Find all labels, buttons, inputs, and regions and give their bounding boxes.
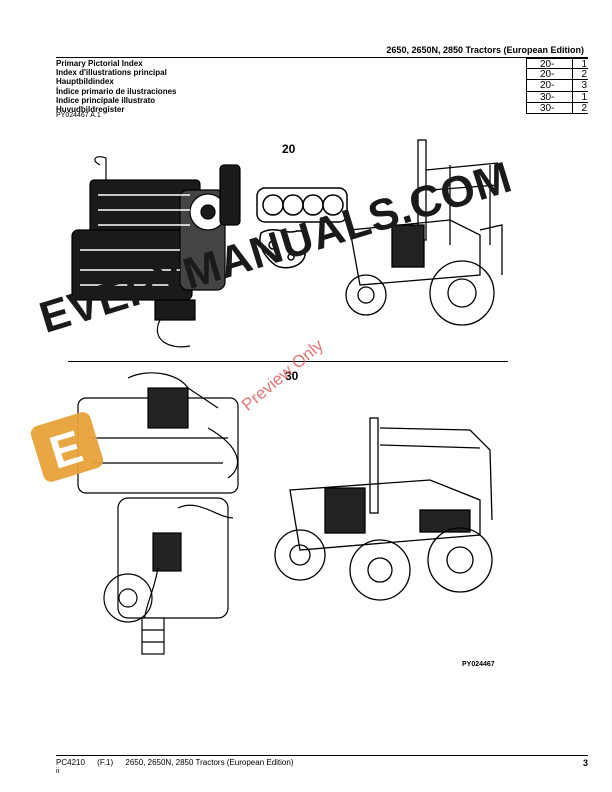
footer-rule xyxy=(56,755,588,756)
index-code-row[interactable]: 20- 2 xyxy=(526,69,588,81)
footer-doc-number: PC4210 xyxy=(56,758,85,767)
index-code-table: 20- 1 20- 2 20- 3 30- 1 30- 2 xyxy=(526,58,588,114)
footer-revision: (F.1) xyxy=(97,758,114,767)
header-rule xyxy=(56,57,588,58)
section-code: 20- xyxy=(540,59,555,70)
figure-id: PY024467 xyxy=(462,661,495,668)
gasket-illustration[interactable] xyxy=(255,185,350,275)
index-title-it: Indice principale illustrato xyxy=(56,95,156,105)
footer-sub: ii xyxy=(56,768,60,775)
index-code-row[interactable]: 30- 1 xyxy=(526,91,588,103)
page-code: 1 xyxy=(572,91,588,103)
tractor-illustration-30[interactable] xyxy=(270,410,500,610)
page-code: 2 xyxy=(572,102,588,114)
index-title-en: Primary Pictorial Index xyxy=(56,59,143,68)
page-code: 3 xyxy=(572,80,588,91)
section-code: 20- xyxy=(540,69,555,81)
index-titles: Primary Pictorial Index Index d'illustra… xyxy=(56,59,176,114)
header-title: 2650, 2650N, 2850 Tractors (European Edi… xyxy=(386,45,584,55)
footer-page-number: 3 xyxy=(582,758,588,768)
index-code-row[interactable]: 20- 1 xyxy=(526,58,588,70)
section-code: 30- xyxy=(540,102,555,114)
tractor-illustration-20[interactable] xyxy=(330,135,505,330)
engine-illustration-20[interactable] xyxy=(60,150,250,355)
footer-title: 2650, 2650N, 2850 Tractors (European Edi… xyxy=(125,758,294,767)
section-number-20[interactable]: 20 xyxy=(282,142,296,156)
index-title-fr: Index d'illustrations principal xyxy=(56,68,167,78)
watermark-logo-letter: E xyxy=(43,420,89,479)
section-code: 20- xyxy=(540,80,555,92)
section-divider xyxy=(68,361,508,362)
engine-illustration-30[interactable] xyxy=(68,368,268,658)
page-code: 1 xyxy=(572,59,588,70)
footer-left: PC4210 (F.1) 2650, 2650N, 2850 Tractors … xyxy=(56,758,294,767)
section-number-30[interactable]: 30 xyxy=(285,369,299,383)
index-title-de: Hauptbildindex xyxy=(56,77,114,87)
index-title-sv: Huvudbildregister xyxy=(56,105,125,115)
index-doc-id: PY024467 A.1 xyxy=(56,112,101,119)
section-code: 30- xyxy=(540,91,555,103)
index-code-row[interactable]: 30- 2 xyxy=(526,102,588,114)
index-title-es: Índice primario de ilustraciones xyxy=(56,86,177,96)
page-code: 2 xyxy=(572,69,588,80)
index-code-row[interactable]: 20- 3 xyxy=(526,80,588,92)
